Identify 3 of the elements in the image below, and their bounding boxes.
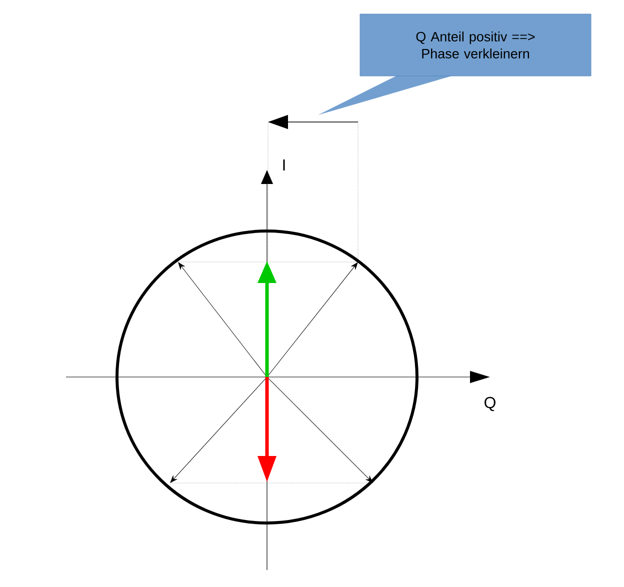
axis-label: I <box>283 160 285 170</box>
axis-label: Q <box>484 396 496 412</box>
callout-box: Q Anteil positiv ==> Phase verkleinern <box>318 14 592 115</box>
